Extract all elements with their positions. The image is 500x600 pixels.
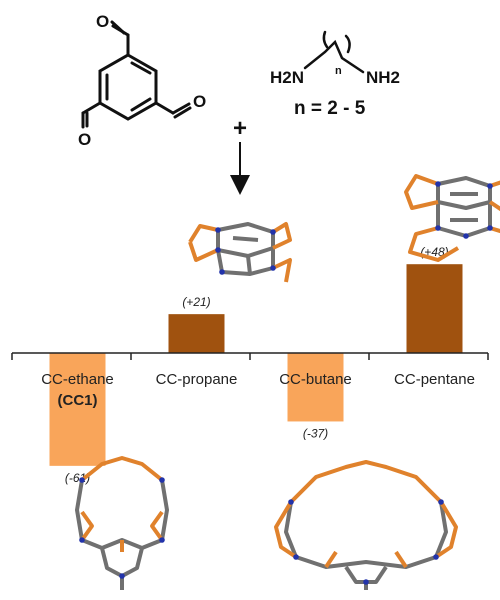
data-labels-layer: (-61)(+21)(-37)(+48) bbox=[65, 245, 449, 485]
nitrogen-atom bbox=[435, 181, 441, 187]
cage-pentane bbox=[404, 174, 500, 262]
nitrogen-atom bbox=[215, 247, 221, 253]
cage-linker-segment bbox=[272, 258, 292, 283]
nitrogen-atom bbox=[79, 537, 85, 543]
chain-subscript: n bbox=[335, 65, 342, 77]
bar-cc-butane bbox=[287, 353, 344, 422]
nitrogen-atom bbox=[215, 227, 221, 233]
cage-frame-segment bbox=[295, 555, 437, 569]
nitrogen-atom bbox=[159, 537, 165, 543]
cage-linker-segment bbox=[404, 174, 439, 210]
category-sublabel: (CC1) bbox=[58, 392, 98, 409]
category-label: CC-propane bbox=[156, 371, 238, 388]
nitrogen-atom bbox=[435, 225, 441, 231]
category-label: CC-pentane bbox=[394, 371, 475, 388]
oxygen-label-top: O bbox=[96, 12, 109, 31]
category-label: CC-butane bbox=[279, 371, 352, 388]
cage-frame-segment bbox=[284, 501, 298, 558]
bars-layer bbox=[49, 264, 463, 466]
cage-linker-segment bbox=[188, 241, 219, 262]
nitrogen-atom bbox=[438, 499, 444, 505]
category-labels-layer: CC-ethane (CC1) CC-propane CC-butane CC-pent… bbox=[41, 371, 475, 409]
nitrogen-atom bbox=[79, 477, 85, 483]
diamine-structure bbox=[303, 30, 365, 74]
axis-ticks-layer bbox=[11, 353, 489, 360]
cage-linker-segment bbox=[394, 550, 408, 569]
cage-structures-layer bbox=[75, 174, 500, 590]
cage-frame-segment bbox=[100, 547, 144, 578]
cage-ethane bbox=[75, 456, 169, 590]
category-label: CC-ethane bbox=[41, 371, 114, 388]
nitrogen-atom bbox=[119, 573, 125, 579]
oxygen-label-right: O bbox=[193, 92, 206, 111]
amine-right-label: NH2 bbox=[366, 68, 400, 87]
nitrogen-atom bbox=[270, 229, 276, 235]
cage-linker-segment bbox=[434, 500, 458, 559]
bar-cc-propane bbox=[168, 314, 225, 353]
cage-butane bbox=[274, 460, 458, 590]
bar-cc-ethane bbox=[49, 353, 106, 466]
cage-linker-segment bbox=[80, 456, 164, 482]
cage-frame-segment bbox=[232, 236, 259, 242]
data-label: (+21) bbox=[182, 295, 210, 309]
nitrogen-atom bbox=[433, 554, 439, 560]
cage-propane bbox=[188, 222, 292, 283]
nitrogen-atom bbox=[219, 269, 225, 275]
nitrogen-atom bbox=[293, 554, 299, 560]
data-label: (-37) bbox=[303, 426, 328, 440]
cage-linker-segment bbox=[408, 226, 460, 262]
cage-linker-segment bbox=[324, 550, 338, 569]
cage-frame-segment bbox=[246, 248, 275, 276]
oxygen-label-left: O bbox=[78, 130, 91, 149]
nitrogen-atom bbox=[159, 477, 165, 483]
trialdehyde-structure bbox=[81, 20, 192, 129]
cage-frame-segment bbox=[160, 479, 169, 541]
amine-left-label: H2N bbox=[270, 68, 304, 87]
nitrogen-atom bbox=[363, 579, 369, 585]
nitrogen-atom bbox=[270, 265, 276, 271]
cage-linker-segment bbox=[271, 222, 292, 250]
bar-cc-pentane bbox=[406, 264, 463, 353]
nitrogen-atom bbox=[288, 499, 294, 505]
cage-frame-segment bbox=[75, 479, 84, 541]
nitrogen-atom bbox=[487, 225, 493, 231]
chain-length-condition: n = 2 - 5 bbox=[294, 98, 366, 119]
nitrogen-atom bbox=[463, 233, 469, 239]
cage-linker-segment bbox=[150, 510, 164, 542]
nitrogen-atom bbox=[487, 183, 493, 189]
cage-frame-segment bbox=[434, 501, 448, 558]
cage-linker-segment bbox=[188, 224, 219, 244]
plus-sign: + bbox=[233, 115, 247, 142]
cage-linker-segment bbox=[274, 500, 298, 559]
cage-linker-segment bbox=[489, 226, 500, 234]
cage-linker-segment bbox=[80, 510, 94, 542]
cage-linker-segment bbox=[289, 460, 443, 504]
